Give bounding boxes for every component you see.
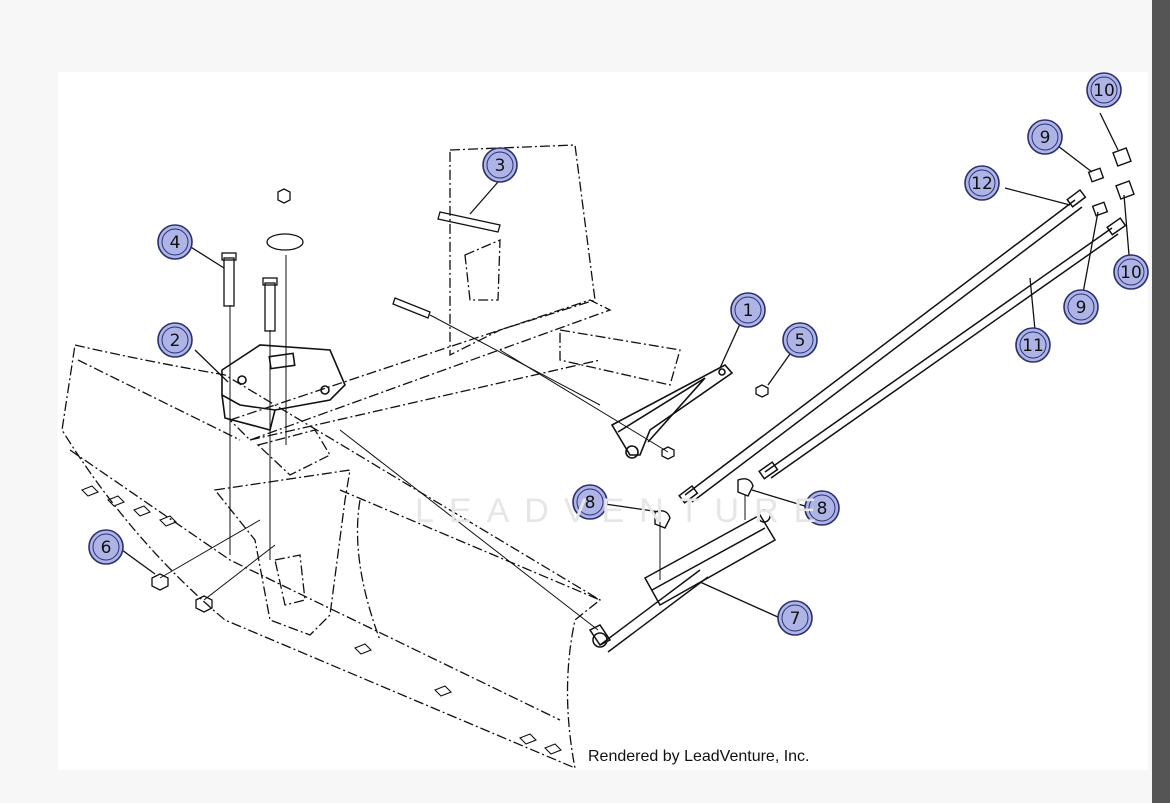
callout-label: 12 — [971, 174, 993, 194]
callout-2: 2 — [157, 322, 193, 358]
callout-9: 9 — [1063, 289, 1099, 325]
callout-label: 11 — [1022, 336, 1044, 356]
callout-label: 5 — [795, 331, 806, 351]
hydraulic-cylinder-part — [588, 509, 777, 653]
callout-leaders — [121, 112, 1130, 619]
callout-label: 4 — [170, 233, 181, 253]
callout-9: 9 — [1027, 119, 1063, 155]
pivot-mount — [213, 429, 351, 636]
bolts — [221, 188, 501, 332]
hose-end-fittings — [1087, 147, 1135, 217]
blade-arm-part — [610, 363, 734, 459]
callout-7: 7 — [777, 600, 813, 636]
callout-8: 8 — [804, 490, 840, 526]
window-edge-bar — [1152, 0, 1170, 803]
watermark-text: LEADVENTURE — [415, 492, 832, 530]
callout-6: 6 — [88, 529, 124, 565]
callout-8: 8 — [572, 484, 608, 520]
callout-label: 8 — [817, 499, 828, 519]
callout-label: 9 — [1076, 298, 1087, 318]
blade-bolts — [81, 485, 562, 755]
plow-blade — [61, 344, 602, 770]
callout-1: 1 — [730, 292, 766, 328]
callout-10: 10 — [1086, 72, 1122, 108]
callout-12: 12 — [964, 165, 1000, 201]
render-credit: Rendered by LeadVenture, Inc. — [588, 748, 810, 765]
nuts — [151, 384, 769, 613]
callout-3: 3 — [482, 147, 518, 183]
callout-5: 5 — [782, 322, 818, 358]
callout-label: 1 — [743, 301, 754, 321]
assembly-lines — [159, 255, 746, 631]
callout-label: 8 — [585, 493, 596, 513]
frame-tubes — [228, 144, 681, 441]
callout-4: 4 — [157, 224, 193, 260]
callout-10: 10 — [1113, 254, 1149, 290]
callout-11: 11 — [1015, 327, 1051, 363]
callout-label: 9 — [1040, 128, 1051, 148]
pivot-bracket-part — [221, 344, 346, 431]
callout-label: 2 — [170, 331, 181, 351]
hoses — [678, 188, 1127, 504]
callout-label: 10 — [1093, 81, 1115, 101]
callout-label: 3 — [495, 156, 506, 176]
callout-label: 6 — [101, 538, 112, 558]
callout-label: 7 — [790, 609, 801, 629]
callout-label: 10 — [1120, 263, 1142, 283]
